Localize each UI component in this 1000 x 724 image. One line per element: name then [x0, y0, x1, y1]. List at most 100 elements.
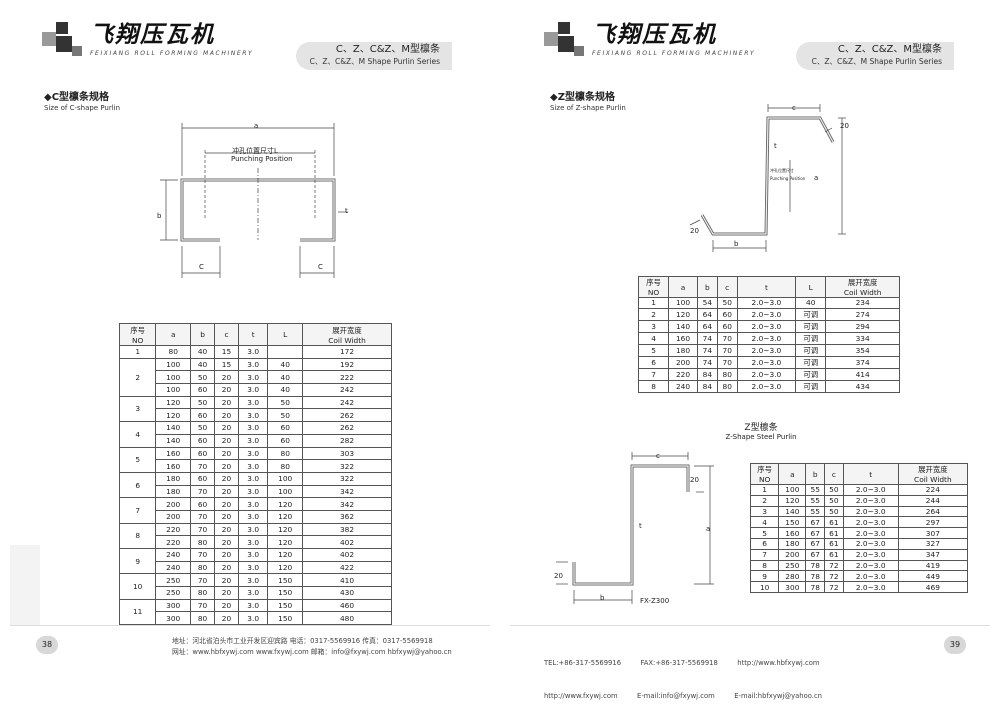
table-cell-b: 70 — [190, 484, 216, 499]
table-cell-t: 3.0 — [237, 586, 269, 600]
table-cell-a: 100 — [155, 383, 192, 397]
footer-contact: TEL:+86-317-5569916 FAX:+86-317-5569918 … — [544, 636, 822, 724]
table-cell-c: 80 — [716, 367, 738, 381]
table-cell-w: 303 — [302, 446, 392, 461]
table-header-cell: t — [736, 276, 797, 298]
table-cell-l: 120 — [267, 560, 304, 575]
z1-punch-en: Punching Position — [770, 176, 806, 181]
table-cell-w: 294 — [825, 319, 900, 333]
table-cell-c: 70 — [716, 331, 738, 345]
table-header-cell: a — [778, 463, 807, 485]
z1-dim-c-label: c — [792, 104, 796, 112]
table-cell-t: 3.0 — [237, 548, 269, 562]
table-cell-t: 2.0~3.0 — [842, 537, 899, 550]
table-cell-a: 180 — [668, 343, 698, 357]
table-cell-a: 300 — [155, 598, 192, 613]
table-cell-l: 40 — [267, 357, 304, 372]
table-cell-no: 8 — [118, 522, 157, 550]
table-cell-a: 100 — [668, 297, 698, 309]
table-cell-a: 140 — [155, 421, 192, 435]
table-cell-t: 3.0 — [237, 408, 269, 423]
table-cell-no: 4 — [749, 516, 780, 529]
section-title-cn: ◆C型檩条规格 — [44, 92, 110, 103]
table-cell-w: 322 — [302, 459, 392, 473]
footer-line-1: 地址：河北省泊头市工业开发区迎宾路 电话：0317-5569916 传真：031… — [172, 637, 433, 645]
table-cell-a: 160 — [778, 527, 807, 539]
table-cell-c: 20 — [214, 573, 239, 588]
footer-line-1: TEL:+86-317-5569916 FAX:+86-317-5569918 … — [544, 659, 820, 667]
table-cell-w: 242 — [302, 383, 392, 397]
series-tag-cn: C、Z、C&Z、M型檩条 — [837, 44, 942, 55]
table-cell-b: 40 — [190, 345, 216, 359]
table-cell-b: 67 — [805, 548, 826, 561]
table-cell-l: 100 — [267, 484, 304, 499]
table-cell-l: 100 — [267, 471, 304, 486]
table-cell-w: 460 — [302, 598, 392, 613]
table-cell-b: 74 — [696, 331, 718, 345]
table-header-cell: c — [214, 323, 239, 346]
table-cell-b: 70 — [190, 598, 216, 613]
table-cell-l: 可调 — [795, 307, 827, 321]
table-cell-w: 222 — [302, 370, 392, 385]
table-cell-no: 7 — [749, 548, 780, 561]
z1-dim-a-label: a — [814, 174, 819, 182]
table-cell-b: 67 — [805, 537, 826, 550]
table-cell-b: 78 — [805, 559, 826, 572]
z1-dim-b-label: b — [734, 240, 739, 248]
section-heading: ◆Z型檩条规格 Size of Z-shape Purlin — [550, 88, 626, 112]
table-cell-b: 84 — [696, 367, 718, 381]
table-cell-l: 150 — [267, 586, 304, 600]
table-cell-b: 80 — [190, 535, 216, 549]
table-cell-w: 469 — [897, 581, 969, 593]
table-cell-c: 20 — [214, 484, 239, 499]
table-cell-a: 300 — [778, 581, 807, 593]
table-cell-c: 61 — [824, 548, 844, 561]
table-cell-w: 327 — [897, 537, 969, 550]
table-cell-a: 140 — [155, 433, 192, 448]
table-cell-no: 11 — [118, 598, 157, 626]
table-cell-w: 362 — [302, 509, 392, 524]
brand-name-en: FEIXIANG ROLL FORMING MACHINERY — [90, 50, 254, 57]
table-header-cell: L — [267, 323, 304, 346]
table-cell-a: 300 — [155, 611, 192, 626]
footer-line-2: http://www.fxywj.com E-mail:info@fxywj.c… — [544, 692, 822, 700]
table-cell-w: 354 — [825, 343, 900, 357]
table-cell-a: 120 — [155, 395, 192, 410]
table-cell-w: 430 — [302, 586, 392, 600]
table-cell-w: 382 — [302, 522, 392, 537]
dim-t-label: t — [345, 207, 348, 215]
table-cell-l: 40 — [267, 370, 304, 385]
footer-contact: 地址：河北省泊头市工业开发区迎宾路 电话：0317-5569916 传真：031… — [172, 636, 452, 658]
table-cell-c: 20 — [214, 433, 239, 448]
table-cell-t: 2.0~3.0 — [736, 331, 797, 345]
table-cell-b: 60 — [190, 433, 216, 448]
table-cell-t: 3.0 — [237, 471, 269, 486]
table-cell-t: 3.0 — [237, 357, 269, 372]
table-cell-no: 2 — [118, 357, 157, 397]
table-cell-a: 250 — [155, 586, 192, 600]
table-cell-b: 74 — [696, 343, 718, 357]
table-cell-l: 可调 — [795, 343, 827, 357]
table-cell-a: 280 — [778, 570, 807, 583]
table-cell-b: 67 — [805, 527, 826, 539]
side-decoration — [10, 545, 40, 625]
table-cell-w: 374 — [825, 355, 900, 369]
table-cell-b: 78 — [805, 570, 826, 583]
brand-logo: 飞翔压瓦机 FEIXIANG ROLL FORMING MACHINERY — [544, 22, 755, 58]
table-cell-b: 78 — [805, 581, 826, 593]
table-cell-l: 150 — [267, 611, 304, 626]
series-tag: C、Z、C&Z、M型檩条 C、Z、C&Z、M Shape Purlin Seri… — [796, 42, 954, 70]
table-cell-a: 240 — [155, 560, 192, 575]
table-cell-w: 419 — [897, 559, 969, 572]
